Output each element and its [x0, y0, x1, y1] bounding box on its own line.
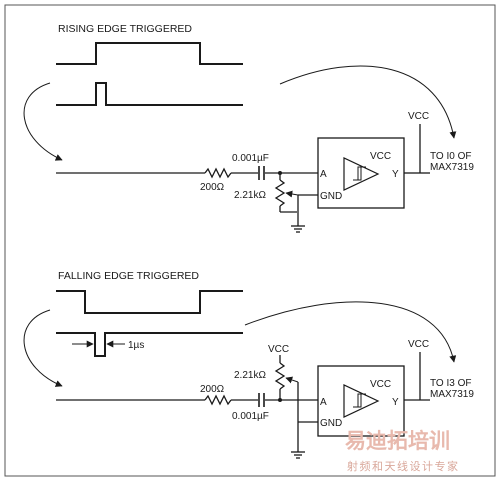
falling-vcc-pullup: VCC [268, 344, 289, 355]
falling-res-label: 200Ω [200, 384, 225, 395]
watermark-title: 易迪拓培训 [345, 429, 450, 453]
rising-pin-y: Y [392, 169, 399, 180]
falling-dest-line1: TO I3 OF [430, 378, 472, 389]
rising-input-waveform [56, 42, 243, 65]
diagram-border [4, 4, 496, 477]
rising-flow-arrow-left [23, 82, 63, 161]
falling-series-resistor [204, 394, 232, 406]
rising-pot-label: 2.21kΩ [234, 190, 266, 201]
falling-edge-title: FALLING EDGE TRIGGERED [58, 270, 199, 282]
rising-output-pulse [56, 82, 243, 106]
falling-output-pulse [56, 332, 243, 357]
rising-pin-gnd: GND [320, 191, 342, 202]
falling-dest-line2: MAX7319 [430, 389, 474, 400]
falling-pin-gnd: GND [320, 418, 342, 429]
falling-res-pullup-label: 2.21kΩ [234, 370, 266, 381]
falling-schmitt-ic [317, 365, 405, 437]
rising-pin-a: A [320, 169, 327, 180]
rising-dest-line2: MAX7319 [430, 162, 474, 173]
rising-cap-label: 0.001µF [232, 153, 269, 164]
falling-flow-arrow-left [23, 309, 63, 387]
falling-flow-arrow-right [244, 301, 457, 363]
rising-pin-vcc: VCC [370, 151, 391, 162]
falling-input-waveform [56, 290, 243, 314]
falling-pulse-width: 1µs [128, 340, 144, 351]
falling-edge-section: FALLING EDGE TRIGGERED 1µs VCC 2.21kΩ [23, 270, 474, 459]
rising-pot-resistor [274, 179, 286, 207]
rising-vcc-out: VCC [408, 111, 429, 122]
falling-cap-label: 0.001µF [232, 411, 269, 422]
falling-pin-y: Y [392, 397, 399, 408]
falling-vcc-out: VCC [408, 339, 429, 350]
watermark-subtitle: 射频和天线设计专家 [347, 459, 460, 473]
rising-series-resistor [204, 167, 232, 179]
falling-pin-vcc: VCC [370, 379, 391, 390]
rising-res-label: 200Ω [200, 182, 225, 193]
rising-edge-title: RISING EDGE TRIGGERED [58, 23, 192, 35]
falling-pin-a: A [320, 397, 327, 408]
watermark: 易迪拓培训 射频和天线设计专家 [345, 429, 460, 473]
rising-buffer-symbol [343, 157, 380, 191]
rising-dest-line1: TO I0 OF [430, 151, 472, 162]
rising-edge-section: RISING EDGE TRIGGERED A [23, 23, 474, 233]
falling-pullup-resistor [274, 362, 286, 390]
rising-flow-arrow-right [279, 65, 457, 139]
falling-buffer-symbol [343, 384, 380, 418]
